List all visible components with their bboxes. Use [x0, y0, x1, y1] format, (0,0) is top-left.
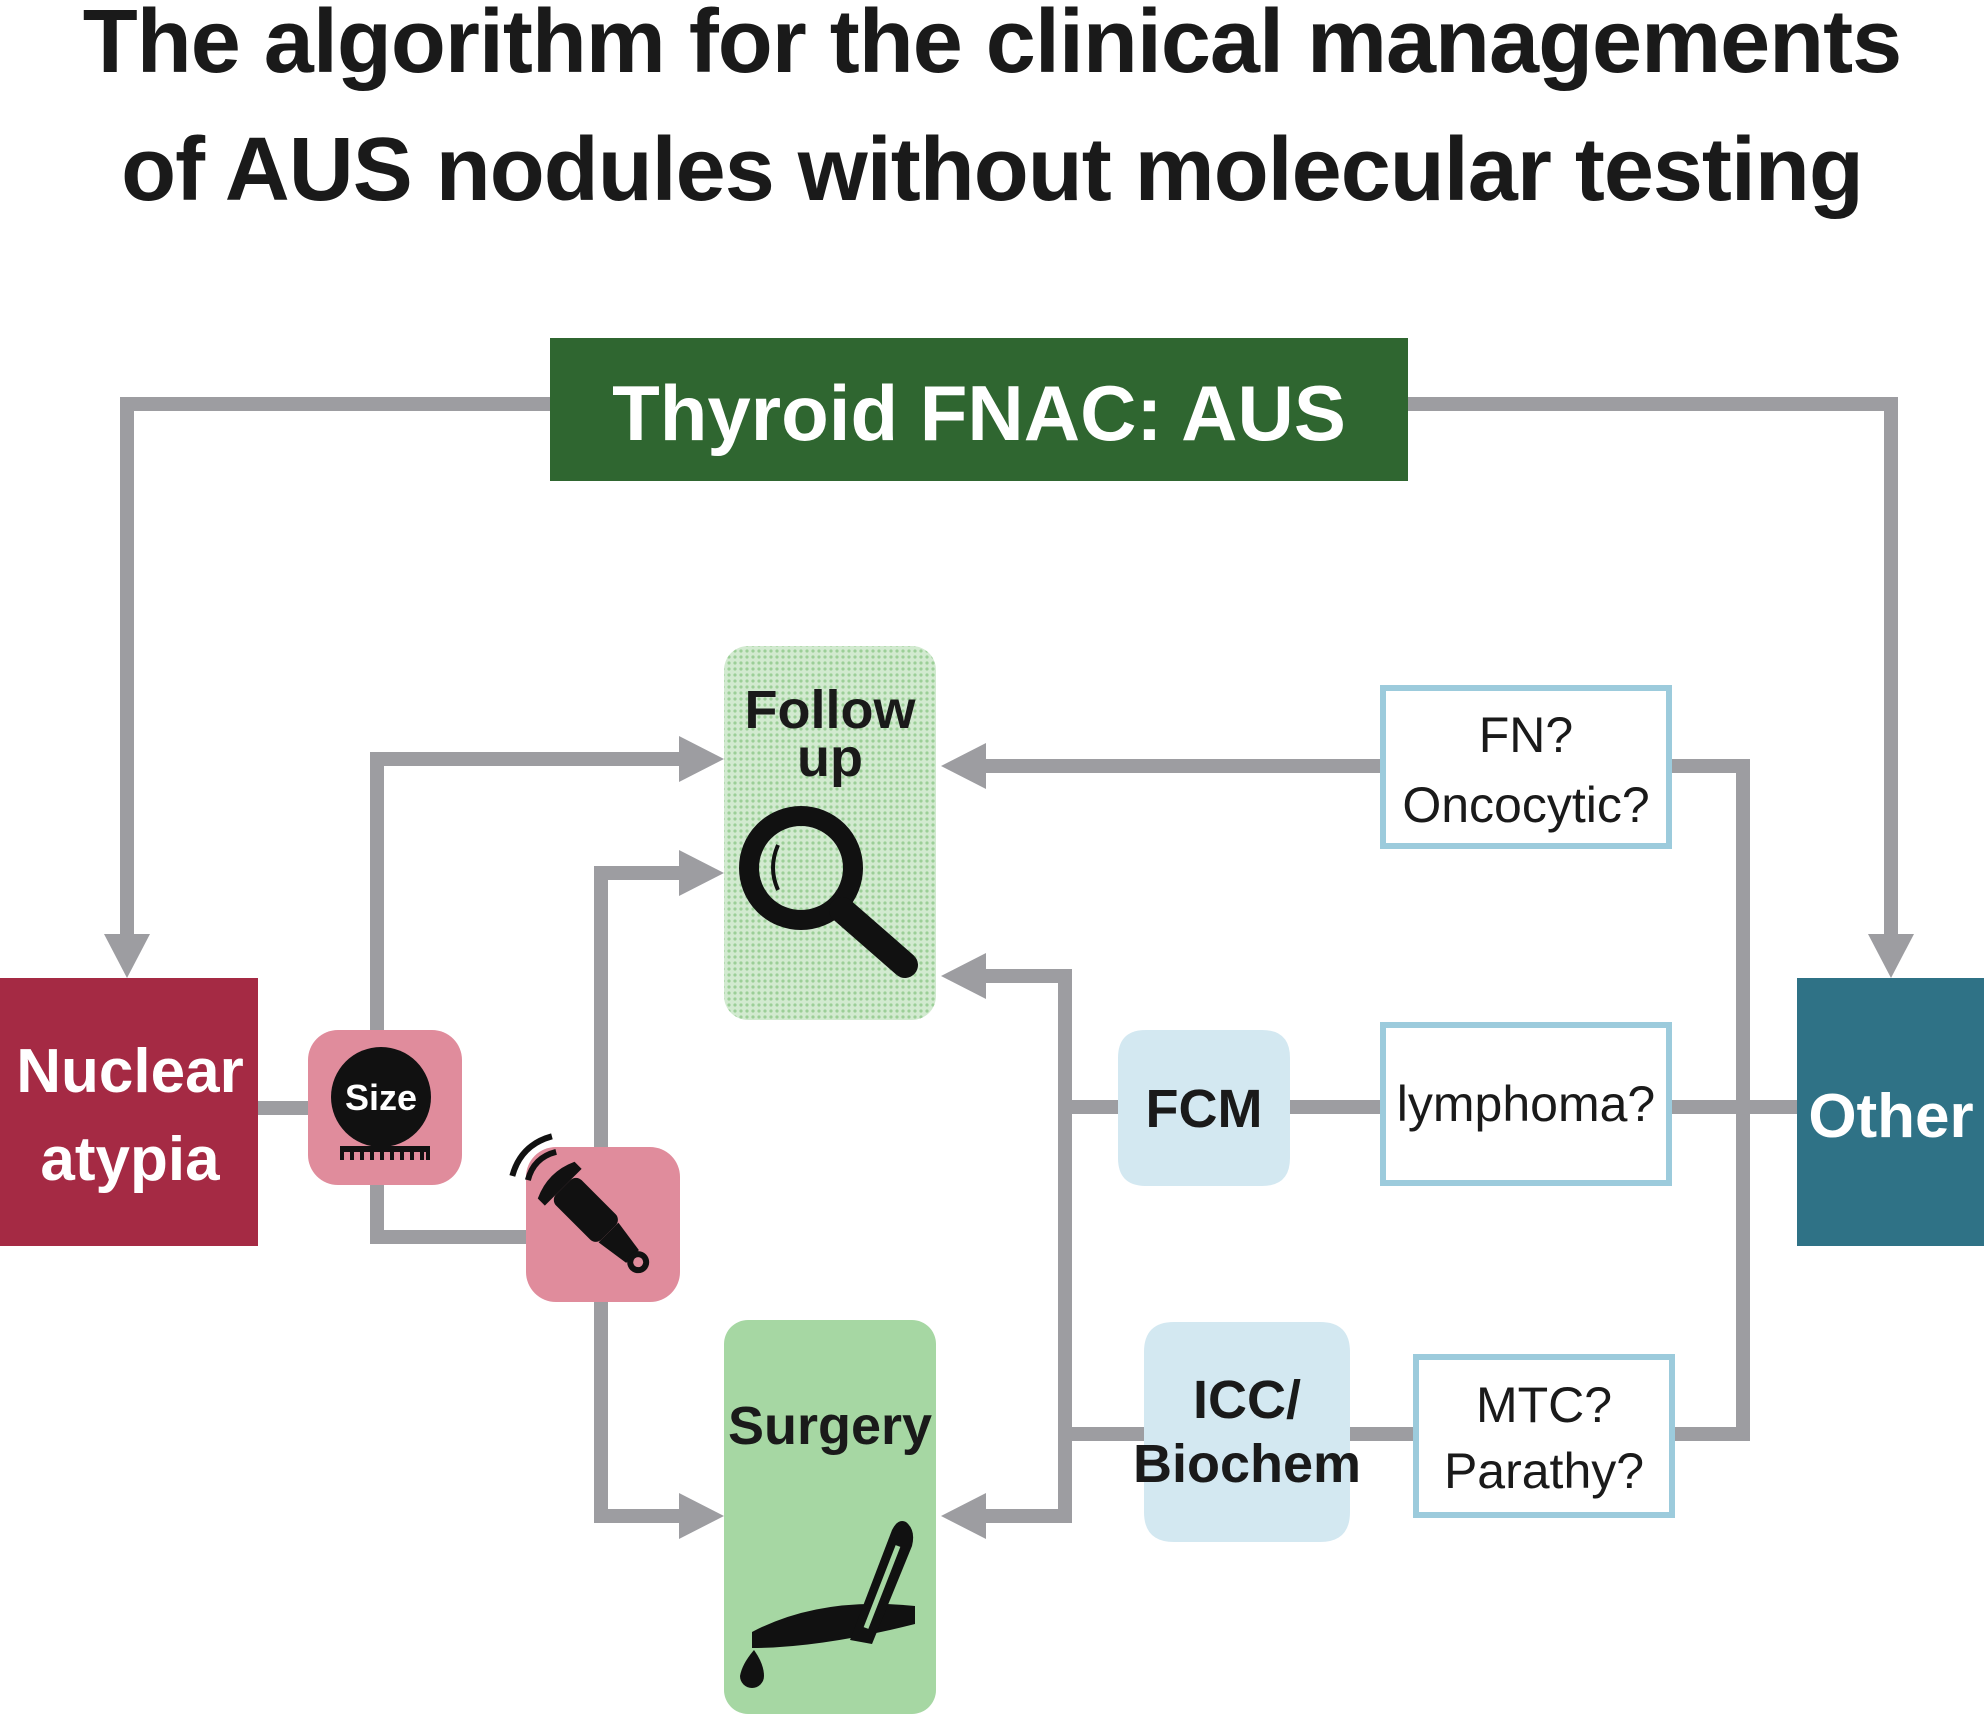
arrowhead-to-nuclear-atypia — [104, 934, 150, 978]
question-lymphoma-label: lymphoma? — [1397, 1076, 1655, 1132]
question-box-fn: FN? Oncocytic? — [1380, 685, 1672, 849]
diagram-title-line2: of AUS nodules without molecular testing — [121, 120, 1863, 220]
nuclear-atypia-line1: Nuclear — [16, 1037, 243, 1106]
size-badge: Size — [308, 1030, 462, 1185]
question-box-lymphoma: lymphoma? — [1380, 1022, 1672, 1186]
header-box: Thyroid FNAC: AUS — [550, 338, 1408, 481]
surgery-box: Surgery — [724, 1320, 936, 1714]
arrowhead-us-to-follow-up — [679, 850, 724, 896]
size-label: Size — [345, 1077, 417, 1118]
icc-line2: Biochem — [1133, 1434, 1361, 1494]
question-mtc-line2: Parathy? — [1444, 1443, 1644, 1499]
surgery-label: Surgery — [728, 1396, 932, 1456]
question-fn-line2: Oncocytic? — [1402, 777, 1649, 833]
question-box-mtc: MTC? Parathy? — [1413, 1354, 1675, 1518]
ultrasound-badge — [509, 1133, 680, 1302]
question-fn-line1: FN? — [1479, 707, 1573, 763]
other-label: Other — [1808, 1082, 1973, 1151]
header-label: Thyroid FNAC: AUS — [612, 369, 1346, 457]
arrowhead-size-to-follow-up — [679, 736, 724, 782]
fcm-box: FCM — [1118, 1030, 1290, 1186]
nuclear-atypia-line2: atypia — [40, 1125, 220, 1194]
size-ruler-icon — [340, 1146, 430, 1160]
magnifier-icon — [739, 806, 918, 978]
icc-biochem-box: ICC/ Biochem — [1133, 1322, 1361, 1542]
icc-line1: ICC/ — [1193, 1370, 1301, 1430]
ultrasound-probe-icon — [509, 1133, 650, 1274]
nuclear-atypia-box: Nuclear atypia — [0, 978, 258, 1246]
connector-lines — [120, 397, 1898, 1523]
follow-up-box: Follow up — [724, 646, 936, 1020]
follow-up-line2: up — [797, 728, 863, 788]
scalpel-icon — [740, 1521, 915, 1688]
fcm-label: FCM — [1146, 1079, 1263, 1139]
arrowhead-bus-to-surgery — [941, 1493, 986, 1539]
arrowheads — [104, 736, 1914, 1539]
diagram-title-line1: The algorithm for the clinical managemen… — [83, 0, 1901, 92]
arrowhead-to-other — [1868, 934, 1914, 978]
arrowhead-bus-to-follow-up — [941, 953, 986, 999]
arrowhead-us-to-surgery — [679, 1493, 724, 1539]
question-mtc-line1: MTC? — [1476, 1377, 1612, 1433]
follow-up-line1: Follow — [745, 680, 917, 740]
other-box: Other — [1797, 978, 1984, 1246]
arrowhead-fn-to-follow-up — [941, 743, 986, 789]
